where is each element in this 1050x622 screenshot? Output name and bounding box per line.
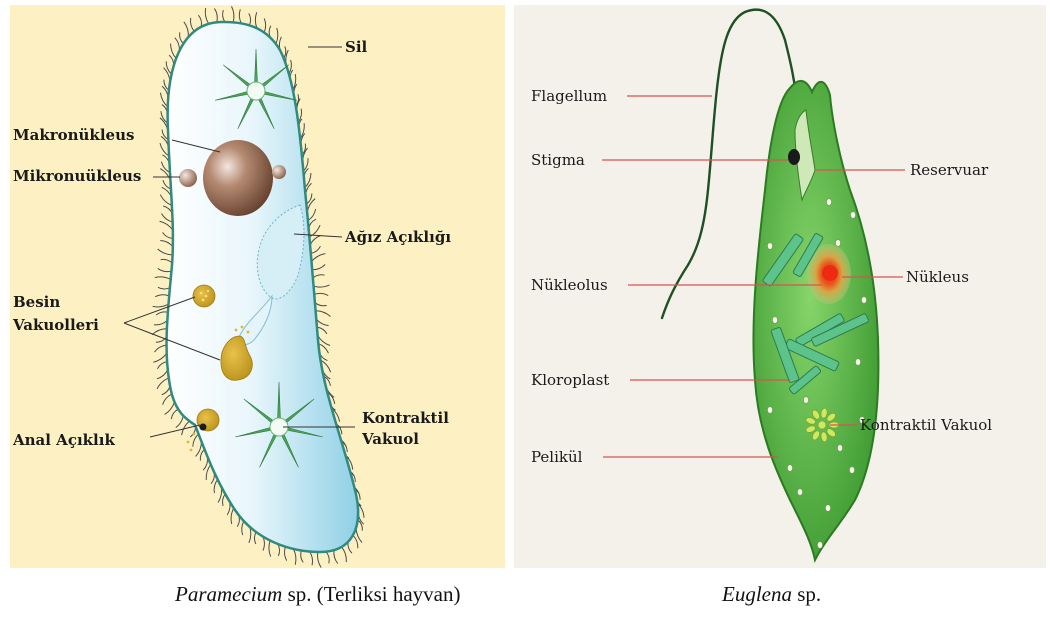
food-vacuole-1 bbox=[193, 285, 215, 307]
nucleolus bbox=[822, 265, 838, 281]
vesicle bbox=[787, 465, 792, 472]
label-makronukleus: Makronükleus bbox=[13, 126, 134, 144]
vesicle bbox=[849, 467, 854, 474]
label-besin-line2: Vakuolleri bbox=[12, 316, 99, 334]
vesicle bbox=[817, 542, 822, 549]
micronucleus-right bbox=[272, 165, 286, 179]
vesicle bbox=[855, 359, 860, 366]
caption-paramecium-genus: Paramecium bbox=[175, 582, 282, 606]
vesicle bbox=[826, 199, 831, 206]
label-agiz-acikligi: Ağız Açıklığı bbox=[344, 228, 451, 246]
label-kontraktil-line1: Kontraktil bbox=[362, 409, 449, 427]
label-kontraktil-vakuol: Kontraktil Vakuol bbox=[860, 416, 992, 434]
label-sil: Sil bbox=[345, 38, 368, 56]
vesicle bbox=[772, 317, 777, 324]
paramecium-panel: Sil Makronükleus Mikronuükleus Ağız Açık… bbox=[10, 5, 505, 568]
vesicle bbox=[767, 407, 772, 414]
label-reservuar: Reservuar bbox=[910, 161, 989, 179]
label-kloroplast: Kloroplast bbox=[531, 371, 609, 389]
vesicle bbox=[861, 297, 866, 304]
vesicle bbox=[797, 489, 802, 496]
vesicle bbox=[767, 243, 772, 250]
label-stigma: Stigma bbox=[531, 151, 585, 169]
caption-euglena: Euglena sp. bbox=[722, 582, 821, 607]
label-nukleus: Nükleus bbox=[906, 268, 969, 286]
caption-paramecium: Paramecium sp. (Terliksi hayvan) bbox=[175, 582, 460, 607]
caption-paramecium-rest: sp. (Terliksi hayvan) bbox=[282, 582, 460, 606]
label-nukleolus: Nükleolus bbox=[531, 276, 608, 294]
vesicle bbox=[825, 505, 830, 512]
label-kontraktil-line2: Vakuol bbox=[361, 430, 419, 448]
vesicle bbox=[837, 445, 842, 452]
label-pelikul: Pelikül bbox=[531, 448, 583, 466]
label-mikronukleus: Mikronuükleus bbox=[13, 167, 141, 185]
vesicle bbox=[803, 397, 808, 404]
euglena-panel: Flagellum Stigma Reservuar Nükleolus Nük… bbox=[514, 5, 1046, 568]
stigma bbox=[788, 149, 800, 165]
caption-euglena-rest: sp. bbox=[792, 582, 821, 606]
macronucleus bbox=[203, 140, 273, 216]
label-besin-line1: Besin bbox=[13, 293, 60, 311]
label-flagellum: Flagellum bbox=[531, 87, 607, 105]
vesicle bbox=[835, 240, 840, 247]
vacuole-center bbox=[818, 421, 826, 429]
vesicle bbox=[850, 212, 855, 219]
caption-euglena-genus: Euglena bbox=[722, 582, 792, 606]
micronucleus-left bbox=[179, 169, 197, 187]
label-anal-aciklik: Anal Açıklık bbox=[12, 431, 115, 449]
